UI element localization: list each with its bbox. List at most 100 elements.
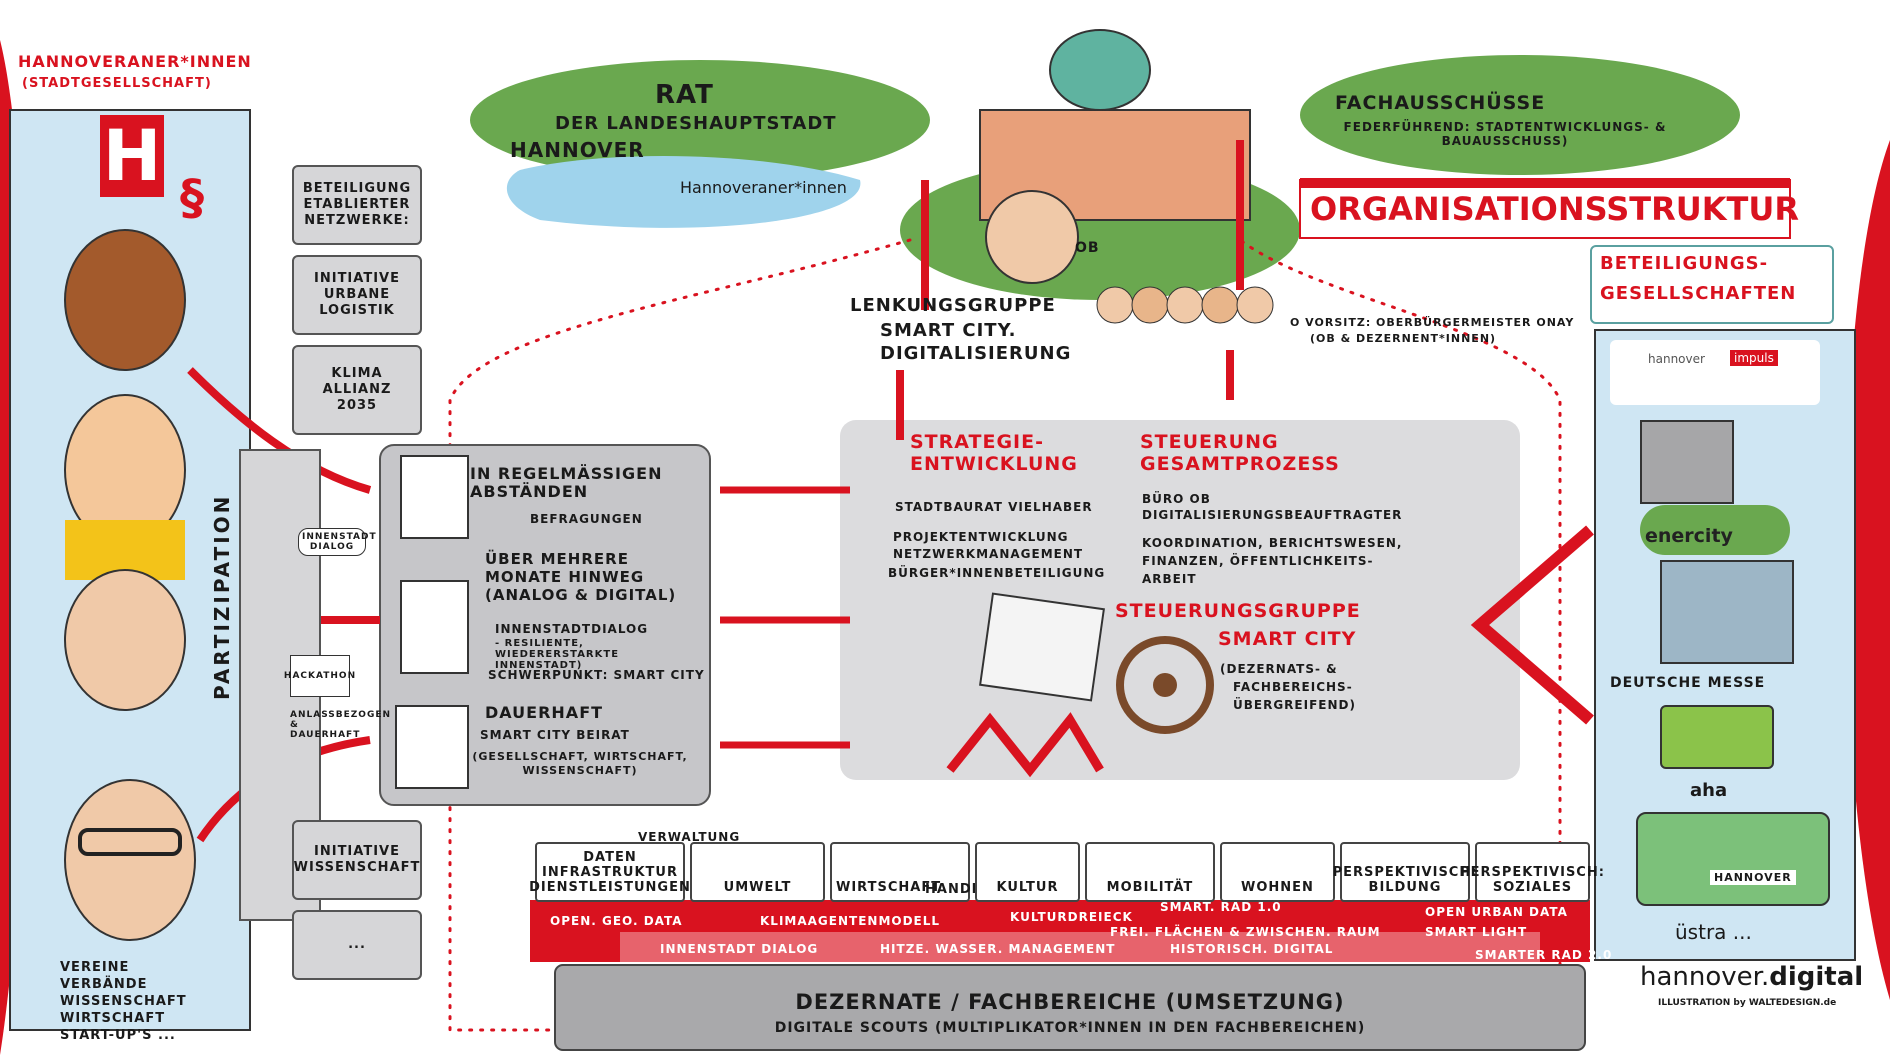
rat-label: RAT [655, 80, 714, 110]
zigzag [946, 712, 1104, 778]
ob-avatar [985, 190, 1079, 284]
ustra-label: üstra ... [1675, 920, 1752, 944]
strip-open-urban-data: OPEN URBAN DATA [1425, 905, 1568, 919]
power-plant [1640, 420, 1734, 504]
paragraph-icon: § [180, 170, 204, 226]
enercity-label: enercity [1645, 525, 1733, 547]
category-daten: DATEN INFRASTRUKTUR DIENSTLEISTUNGEN [529, 842, 690, 902]
arrow-person1 [187, 367, 372, 494]
category-bildung: PERSPEKTIVISCH: BILDUNG [1333, 842, 1476, 902]
bottom-sub: DIGITALE SCOUTS (MULTIPLIKATOR*INNEN in … [774, 1020, 1366, 1036]
citizen-avatars [64, 229, 196, 941]
ustra-tram [1636, 812, 1830, 906]
beteiligung-title2: GESELLSCHAFTEN [1600, 283, 1797, 304]
lenkungsgruppe-1: LENKUNGSGRUPPE [850, 295, 1056, 316]
calendar-pile-icon [395, 705, 469, 789]
format3-line2: (GESELLSCHAFT, WIRTSCHAFT, WISSENSCHAFT) [472, 750, 688, 778]
brand-logo: hannover.digital [1640, 962, 1863, 992]
group-2: VERBÄNDE [60, 976, 148, 992]
format2-line3: SCHWERPUNKT: SMART CITY [488, 668, 705, 682]
brand-credit: ILLUSTRATION by WALTEDESIGN.de [1658, 998, 1837, 1008]
aha-label: aha [1690, 780, 1728, 801]
format3-title: DAUERHAFT [485, 703, 604, 722]
category-soziales: PERSPEKTIVISCH: SOZIALES [1460, 842, 1604, 902]
hackathon-box: HACKATHON [284, 655, 355, 697]
calendar-icon [400, 455, 469, 539]
category-umwelt: UMWELT [690, 842, 825, 902]
steuerung-5: ARBEIT [1142, 572, 1197, 586]
strip-smarter-rad-2: SMARTER RAD 2.0 [1475, 948, 1613, 962]
vorsitz-1: o VORSITZ: OBERBÜRGERMEISTER ONAY [1290, 316, 1575, 329]
beteiligung-title1: BETEILIGUNGS- [1600, 253, 1769, 274]
category-verwaltung: VERWALTUNG [638, 830, 741, 844]
tram-label: HANNOVER [1710, 870, 1796, 885]
steuerungsgruppe-3: ÜBERGREIFEND) [1233, 698, 1356, 712]
steuerung-1: BÜRO OB [1142, 492, 1211, 506]
partizipation-label: PARTIZIPATION [210, 493, 234, 700]
group-1: VEREINE [60, 960, 130, 975]
avatar-3 [64, 569, 186, 711]
format3-line1: SMART CITY BEIRAT [480, 728, 630, 742]
strategie-3: NETZWERKMANAGEMENT [893, 547, 1084, 561]
strip-freiflaechen: FREI. FLÄCHEN & ZWISCHEN. RAUM [1110, 925, 1381, 939]
impuls-logo-box [1610, 340, 1820, 405]
town-hall-dome [1049, 29, 1151, 111]
dotted-boundary [448, 238, 1562, 1032]
rat-sub2: HANNOVER [510, 138, 645, 162]
steuerung-4: FINANZEN, ÖFFENTLICHKEITS- [1142, 554, 1374, 568]
right-red-shape [1845, 140, 1890, 1000]
rat-sub1: der LANDESHAUPTSTADT [555, 113, 837, 134]
steuerung-3: KOORDINATION, BERICHTSWESEN, [1142, 536, 1403, 550]
strategie-1: STADTBAURAT VIELHABER [895, 500, 1093, 514]
puzzle-more: ... [292, 910, 422, 980]
group-5: START-UP's ... [60, 1027, 176, 1043]
right-chevron [1470, 525, 1594, 725]
lenkungsgruppe-3: DIGITALISIERUNG [880, 343, 1072, 364]
steuerungsgruppe-title2: SMART CITY [1218, 628, 1357, 650]
impuls-name: hannover [1648, 352, 1705, 366]
steering-wheel [1116, 636, 1214, 734]
group-4: WIRTSCHAFT [60, 1010, 166, 1026]
green-hill-right [1300, 55, 1740, 175]
messe-label: DEUTSCHE MESSE [1610, 675, 1766, 691]
messe-tower [1660, 560, 1794, 664]
steuerungsgruppe-2: FACHBEREICHS- [1233, 680, 1353, 694]
impuls-badge: impuls [1730, 350, 1778, 366]
brand-b: digital [1769, 962, 1864, 992]
strip-kulturdreieck: KULTURDREIECK [1010, 910, 1133, 924]
beteiligung-title-box [1590, 245, 1834, 324]
format2-line1: INNENSTADTDIALOG [495, 622, 649, 636]
avatar-4 [64, 779, 196, 941]
brand-a: hannover. [1640, 962, 1770, 992]
vertical-arrows [896, 140, 1244, 440]
strip-klimaagenten: KLIMAAGENTENMODELL [760, 914, 941, 928]
hannover-logo: H [100, 115, 164, 197]
fachausschuesse-sub: FEDERFÜHREND: STADTENTWICKLUNGS- & BAUAU… [1343, 120, 1667, 148]
bottom-panel [554, 964, 1586, 1051]
plan-document-icon [979, 592, 1105, 702]
strategie-4: BÜRGER*INNENBETEILIGUNG [888, 566, 1106, 580]
strip-open-geo-data: OPEN. GEO. DATA [550, 914, 683, 928]
format1-sub: BEFRAGUNGEN [530, 512, 643, 526]
puzzle-netzwerke: BETEILIGUNG ETABLIERTER NETZWERKE: [292, 165, 422, 245]
strip-historisch-digital: HISTORISCH. DIGITAL [1170, 942, 1334, 956]
puzzle-klima-allianz: KLIMA ALLIANZ 2035 [292, 345, 422, 435]
bottom-title: DEZERNATE / FACHBEREICHE (UMSETZUNG) [795, 990, 1345, 1014]
steuerung-2: DIGITALISIERUNGSBEAUFTRAGTER [1142, 508, 1403, 522]
citizen-groups: VEREINE VERBÄNDE WISSENSCHAFT WIRTSCHAFT… [60, 960, 187, 1044]
aha-truck [1660, 705, 1774, 769]
dezernenten-avatars [1096, 286, 1274, 324]
avatar-1 [64, 229, 186, 371]
enercity-trees [1640, 505, 1790, 555]
organisationsstruktur: ORGANISATIONSSTRUKTUR [1310, 190, 1799, 228]
steuerungsgruppe-1: (DEZERNATS- & [1220, 662, 1338, 676]
format1-title: IN REGELMÄSSIGEN ABSTÄNDEN [470, 464, 663, 502]
steuerung-title: STEUERUNG GESAMTPROZESS [1140, 431, 1340, 475]
left-title: HANNOVERANER*INNEN [18, 52, 252, 71]
double-arrows [720, 486, 850, 749]
lake [506, 156, 861, 228]
red-strip-light [620, 932, 1540, 962]
anlass-label: ANLASSBEZOGEN & DAUERHAFT [290, 710, 392, 740]
puzzle-urbane-logistik: INITIATIVE URBANE LOGISTIK [292, 255, 422, 335]
